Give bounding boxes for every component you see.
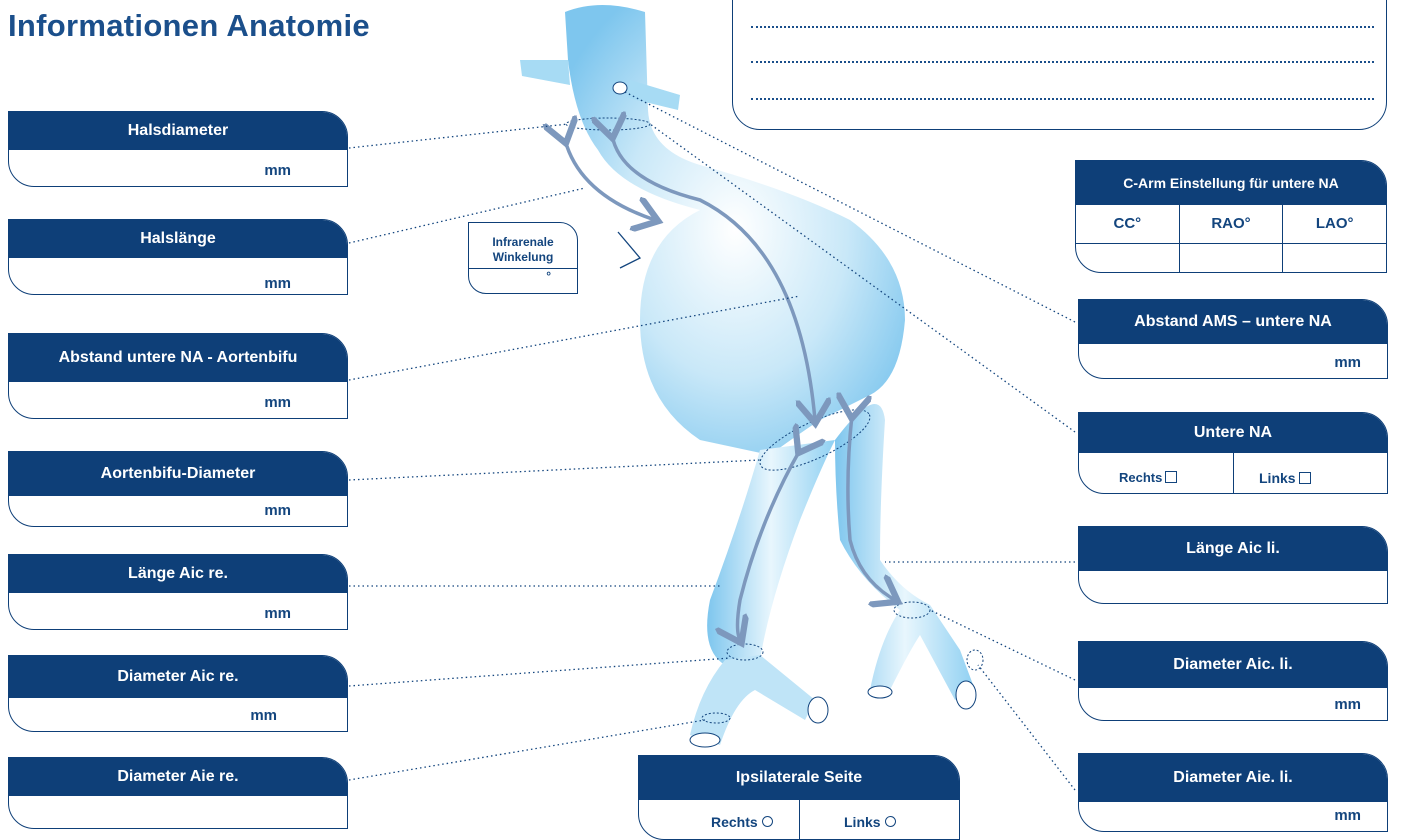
ipsilaterale-seite-field[interactable]: Ipsilaterale Seite Rechts Links: [638, 755, 960, 840]
untere-na-rechts[interactable]: Rechts: [1119, 470, 1177, 485]
c-arm-title: C-Arm Einstellung für untere NA: [1076, 161, 1386, 205]
rao-header: RAO°: [1180, 205, 1283, 232]
field-label: Diameter Aic re.: [9, 656, 347, 698]
diameter-aie-li-field[interactable]: Diameter Aie. li. mm: [1078, 753, 1388, 832]
untere-na-links[interactable]: Links: [1259, 470, 1311, 486]
unit-label: mm: [1334, 696, 1361, 713]
radio-icon[interactable]: [762, 816, 773, 827]
unit-label: mm: [250, 707, 277, 724]
cc-header: CC°: [1076, 205, 1179, 232]
unit-label: mm: [264, 605, 291, 622]
ipsilateral-rechts[interactable]: Rechts: [711, 814, 773, 830]
links-label: Links: [844, 814, 881, 830]
unit-label: mm: [264, 162, 291, 179]
diameter-aic-li-field[interactable]: Diameter Aic. li. mm: [1078, 641, 1388, 721]
diameter-aic-re-field[interactable]: Diameter Aic re. mm: [8, 655, 348, 732]
radio-icon[interactable]: [885, 816, 896, 827]
rechts-label: Rechts: [1119, 470, 1162, 485]
halslaenge-field[interactable]: Halslänge mm: [8, 219, 348, 295]
ipsilateral-links[interactable]: Links: [844, 814, 896, 830]
halsdiameter-field[interactable]: Halsdiameter mm: [8, 111, 348, 187]
angle-label-2: Winkelung: [469, 250, 577, 264]
checkbox-icon[interactable]: [1165, 471, 1177, 483]
field-label: Länge Aic re.: [9, 555, 347, 593]
field-label: Diameter Aie re.: [9, 758, 347, 796]
links-label: Links: [1259, 470, 1296, 486]
field-label: Aortenbifu-Diameter: [9, 452, 347, 496]
diameter-aie-re-field[interactable]: Diameter Aie re.: [8, 757, 348, 829]
untere-na-field[interactable]: Untere NA Rechts Links: [1078, 412, 1388, 494]
field-label: Abstand AMS – untere NA: [1079, 300, 1387, 344]
angle-label-1: Infrarenale: [469, 235, 577, 249]
ipsilateral-title: Ipsilaterale Seite: [639, 756, 959, 800]
untere-na-title: Untere NA: [1079, 413, 1387, 453]
laenge-aic-re-field[interactable]: Länge Aic re. mm: [8, 554, 348, 630]
angle-unit: °: [546, 269, 551, 283]
field-label: Länge Aic li.: [1079, 527, 1387, 571]
unit-label: mm: [264, 275, 291, 292]
abstand-na-bifu-field[interactable]: Abstand untere NA - Aortenbifu mm: [8, 333, 348, 419]
lao-header: LAO°: [1283, 205, 1386, 232]
rechts-label: Rechts: [711, 814, 758, 830]
notes-box[interactable]: [732, 0, 1387, 130]
laenge-aic-li-field[interactable]: Länge Aic li.: [1078, 526, 1388, 604]
aortenbifu-diameter-field[interactable]: Aortenbifu-Diameter mm: [8, 451, 348, 527]
checkbox-icon[interactable]: [1299, 472, 1311, 484]
field-label: Halsdiameter: [9, 112, 347, 150]
c-arm-table[interactable]: C-Arm Einstellung für untere NA CC° RAO°…: [1075, 160, 1387, 273]
field-label: Abstand untere NA - Aortenbifu: [9, 334, 347, 382]
field-label: Diameter Aic. li.: [1079, 642, 1387, 688]
infrarenale-winkelung-field[interactable]: Infrarenale Winkelung °: [468, 222, 578, 294]
unit-label: mm: [264, 394, 291, 411]
unit-label: mm: [1334, 807, 1361, 824]
unit-label: mm: [264, 502, 291, 519]
field-label: Halslänge: [9, 220, 347, 258]
abstand-ams-na-field[interactable]: Abstand AMS – untere NA mm: [1078, 299, 1388, 379]
field-label: Diameter Aie. li.: [1079, 754, 1387, 802]
unit-label: mm: [1334, 354, 1361, 371]
